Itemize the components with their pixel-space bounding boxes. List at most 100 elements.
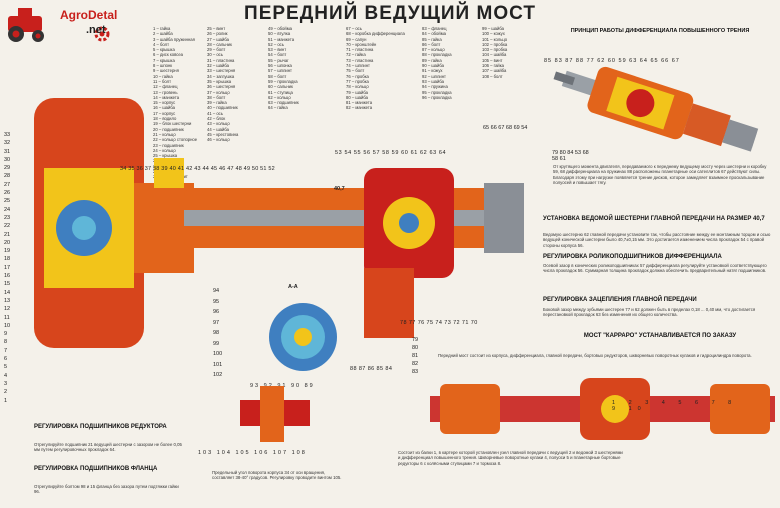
flange-title: РЕГУЛИРОВКА ПОДШИПНИКОВ ФЛАНЦА — [34, 466, 158, 472]
legend-item: 79 – шайба — [346, 89, 368, 95]
legend-item: 93 – шайба — [422, 78, 444, 84]
callout-number: 93 — [250, 383, 264, 389]
legend-item: 35 – крышка — [207, 78, 232, 84]
callout-number: 11 — [4, 314, 10, 321]
legend-item: 102 – пробка — [482, 41, 508, 47]
legend-item: 19 – блок шестерни — [153, 121, 192, 127]
bottom-left-numbers: 103 104 105 106 107 108 — [198, 450, 318, 456]
legend-item: 57 – шплинт — [268, 68, 292, 74]
legend-item: 34 – заглушка — [207, 73, 235, 79]
legend-item: 108 – болт — [482, 73, 503, 79]
legend-item: 55 – рычаг — [268, 57, 289, 63]
legend-item: 107 – шайба — [482, 68, 507, 74]
legend-item: 30 – ось — [207, 52, 223, 58]
legend-item: 89 – гайка — [422, 57, 442, 63]
logo — [6, 4, 124, 44]
lower-row-numbers: 88 87 86 85 84 — [350, 366, 393, 372]
section-text-1: Ведомую шестерню 62 главной передачи уст… — [543, 232, 771, 248]
legend-item: 50 – втулка — [268, 31, 291, 37]
legend-item: 1 – гайка — [153, 26, 171, 31]
callout-number: 16 — [4, 273, 11, 280]
legend-item: 69 – сапун — [346, 36, 367, 42]
principle-numbers-side: 79 80 84 53 68 58 61 — [552, 150, 589, 162]
legend-item: 21 – кольцо — [153, 131, 176, 137]
legend-item: 53 – винт — [268, 47, 287, 53]
legend-item: 68 – коробка дифференциала — [346, 31, 405, 37]
callout-number: 30 — [4, 156, 11, 163]
callout-number: 9 — [4, 331, 8, 338]
callout-number: 10 — [628, 406, 647, 412]
legend-item: 24 – кольцо — [153, 147, 176, 153]
carraro-note: Состоит из балки 1, в картере которой ус… — [398, 450, 623, 466]
callout-number: 28 — [4, 173, 11, 180]
callout-number: 33 — [4, 132, 11, 138]
legend-item: 56 – шпонка — [268, 63, 292, 69]
callout-number: 90 — [290, 383, 305, 389]
legend-item: 96 – прокладка — [422, 94, 452, 100]
callout-number: 32 — [4, 140, 11, 147]
reducer-title: РЕГУЛИРОВКА ПОДШИПНИКОВ РЕДУКТОРА — [34, 424, 167, 430]
legend-item: 15 – корпус — [153, 100, 176, 106]
angle-label: 40,7 — [334, 186, 345, 192]
callout-number: 107 — [272, 450, 292, 456]
legend-item: 84 – обойма — [422, 31, 446, 37]
legend-item: 22 – кольцо стопорное — [153, 137, 198, 143]
callout-number: 3 — [645, 400, 662, 406]
callout-number: 104 — [216, 450, 236, 456]
callout-number: 22 — [4, 223, 11, 230]
legend-item: 23 – подшипник — [153, 142, 184, 148]
callout-number: 83 — [412, 369, 419, 375]
legend-item: 64 – гайка — [268, 105, 288, 111]
callout-number: 98 — [213, 330, 220, 336]
legend-item: 86 – болт — [422, 41, 441, 47]
section-label: А-А — [288, 284, 298, 290]
legend-item: 3 – шайба пружинная — [153, 36, 195, 42]
legend-item: 81 – манжета — [346, 100, 373, 106]
legend-item: 31 – пластина — [207, 57, 235, 63]
legend-item: 77 – пробка — [346, 78, 369, 84]
legend-item: 40 – подшипник — [207, 105, 238, 111]
callout-number: 99 — [213, 340, 220, 347]
legend-item: 5 – крышка — [153, 47, 175, 53]
callout-number: 7 — [4, 347, 8, 354]
legend-item: 4 – болт — [153, 41, 169, 47]
callout-number: 89 — [304, 383, 315, 389]
legend-item: 46 – кольцо — [207, 137, 230, 143]
callout-number: 19 — [4, 248, 11, 255]
legend-item: 62 – кольцо — [268, 94, 291, 100]
callout-number: 96 — [213, 309, 220, 315]
callout-number: 79 — [412, 337, 419, 343]
legend-item: 51 – манжета — [268, 36, 295, 42]
section-title-3: РЕГУЛИРОВКА ЗАЦЕПЛЕНИЯ ГЛАВНОЙ ПЕРЕДАЧИ — [543, 297, 697, 303]
brand-suffix: .net — [86, 24, 106, 36]
callout-number: 108 — [291, 450, 307, 456]
legend-item: 61 – ступица — [268, 89, 293, 95]
legend-item: 87 – кольцо — [422, 47, 445, 53]
legend-item: 2 – шайба — [153, 31, 173, 37]
legend-item: 95 – прокладка — [422, 89, 452, 95]
callout-number: 5 — [678, 400, 695, 406]
legend-item: 83 – фланец — [422, 26, 447, 31]
legend-item: 59 – прокладка — [268, 78, 298, 84]
legend-item: 14 – манжета — [153, 94, 180, 100]
legend-item: 8 – шпонк — [153, 63, 173, 69]
callout-number: 2 — [628, 400, 646, 406]
callout-number: 12 — [4, 306, 11, 313]
legend-item: 10 – гайка — [153, 73, 173, 79]
callout-number: 1 — [4, 397, 8, 404]
section-text-2: Осевой зазор в конических роликоподшипни… — [543, 263, 767, 274]
callout-number: 17 — [4, 264, 11, 271]
callout-number: 18 — [4, 256, 11, 263]
callout-number: 105 — [235, 450, 255, 456]
section-title-2: РЕГУЛИРОВКА РОЛИКОПОДШИПНИКОВ ДИФФЕРЕНЦИ… — [543, 254, 722, 260]
callout-number: 13 — [4, 297, 11, 304]
tractor-icon — [8, 8, 110, 42]
legend-item: 33 – шестерня — [207, 68, 236, 74]
callout-number: 8 — [728, 400, 738, 406]
